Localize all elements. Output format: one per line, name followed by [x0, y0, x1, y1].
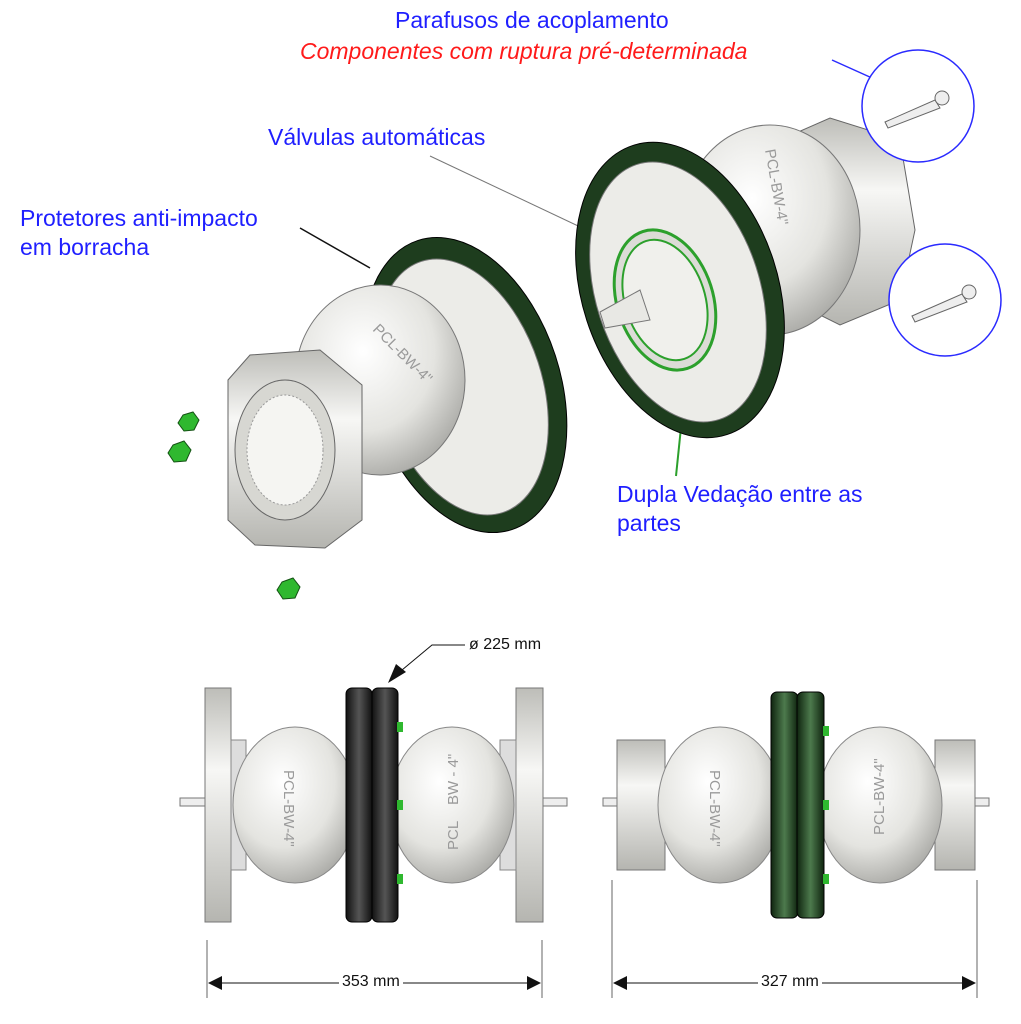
marking-threaded-left: PCL-BW-4": [706, 770, 723, 847]
marking-flanged-left: PCL-BW-4": [280, 770, 297, 847]
marking-flanged-right-a: PCL: [445, 821, 462, 850]
threaded-side-view: PCL-BW-4" PCL-BW-4": [602, 691, 990, 998]
dimension-flanged-length: 353 mm: [339, 973, 403, 991]
dimension-diameter: ø 225 mm: [466, 636, 545, 654]
label-automatic-valves: Válvulas automáticas: [268, 124, 486, 150]
label-rubber-protectors-2: em borracha: [20, 234, 150, 260]
leader-protectors: [299, 227, 371, 269]
bolt-callout-bottom: [888, 243, 1002, 357]
left-coupling-half-3d: PCL-BW-4": [227, 236, 568, 549]
dimension-threaded-length: 327 mm: [758, 973, 822, 991]
bolt-callout-top: [861, 49, 975, 163]
label-double-seal-2: partes: [617, 510, 681, 536]
label-double-seal-1: Dupla Vedação entre as: [617, 481, 863, 507]
label-coupling-bolts: Parafusos de acoplamento: [395, 7, 669, 33]
right-coupling-half-3d: PCL-BW-4": [575, 117, 916, 439]
marking-threaded-right: PCL-BW-4": [871, 758, 888, 835]
label-breakaway-components: Componentes com ruptura pré-determinada: [300, 38, 748, 64]
label-rubber-protectors-1: Protetores anti-impacto: [20, 205, 258, 231]
leader-bolts: [831, 59, 873, 79]
marking-flanged-right-b: BW - 4": [445, 754, 462, 805]
green-nuts: [167, 411, 301, 600]
flanged-side-view: PCL-BW-4" PCL BW - 4": [179, 644, 568, 998]
